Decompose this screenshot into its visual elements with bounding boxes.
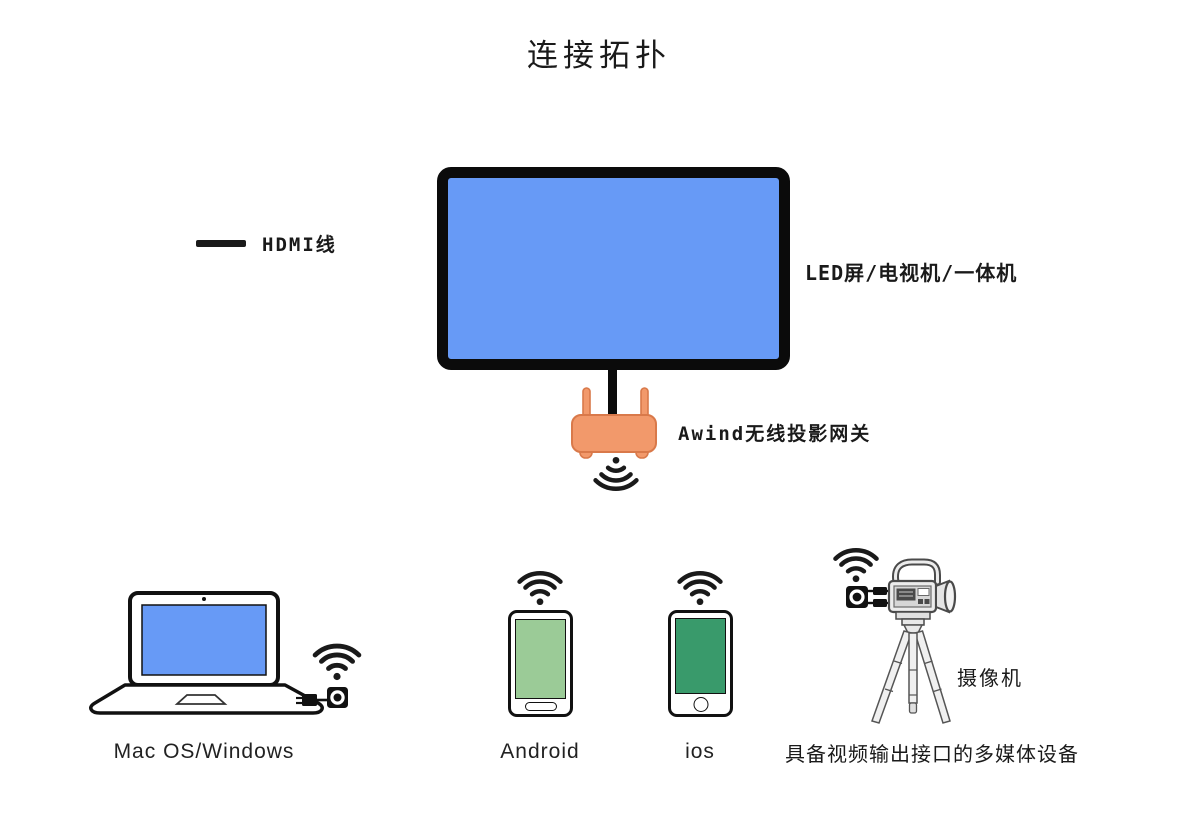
camera-handle	[892, 558, 941, 586]
gateway-label: Awind无线投影网关	[678, 423, 872, 445]
ios-label: ios	[685, 740, 715, 763]
laptop-wifi-icon	[307, 633, 367, 681]
laptop-icon	[89, 591, 348, 715]
laptop-screen	[141, 604, 267, 676]
ios-home-button-icon	[693, 697, 708, 712]
router-antennas	[582, 387, 649, 423]
ios-phone-icon	[668, 610, 733, 717]
android-home-button-icon	[524, 702, 557, 711]
hdmi-line-sample-icon	[196, 240, 246, 247]
laptop-webcam-icon	[202, 597, 206, 601]
ios-wifi-icon	[672, 561, 728, 606]
usb-dongle-icon	[296, 687, 348, 708]
video-camera-icon	[846, 558, 957, 724]
tv-display-icon	[437, 167, 790, 370]
android-wifi-icon	[512, 561, 568, 606]
hdmi-cable-line	[608, 368, 617, 420]
laptop-label: Mac OS/Windows	[113, 740, 295, 763]
camera-dongle-icon	[846, 586, 891, 608]
hdmi-legend-label: HDMI线	[262, 234, 337, 256]
gateway-router-icon	[571, 387, 657, 459]
camera-body	[887, 579, 938, 614]
camera-lens	[935, 579, 957, 614]
tripod-icon	[871, 611, 951, 724]
devices-caption: 具备视频输出接口的多媒体设备	[785, 744, 1079, 766]
android-phone-icon	[508, 610, 573, 717]
android-phone-screen	[515, 619, 566, 699]
diagram-title: 连接拓扑	[527, 38, 671, 73]
display-label: LED屏/电视机/一体机	[805, 261, 1018, 285]
router-body	[571, 414, 657, 453]
gateway-wifi-icon	[588, 456, 644, 501]
camera-label: 摄像机	[957, 668, 1023, 690]
laptop-notch	[174, 694, 228, 705]
android-label: Android	[500, 740, 580, 763]
ios-phone-screen	[675, 618, 726, 694]
